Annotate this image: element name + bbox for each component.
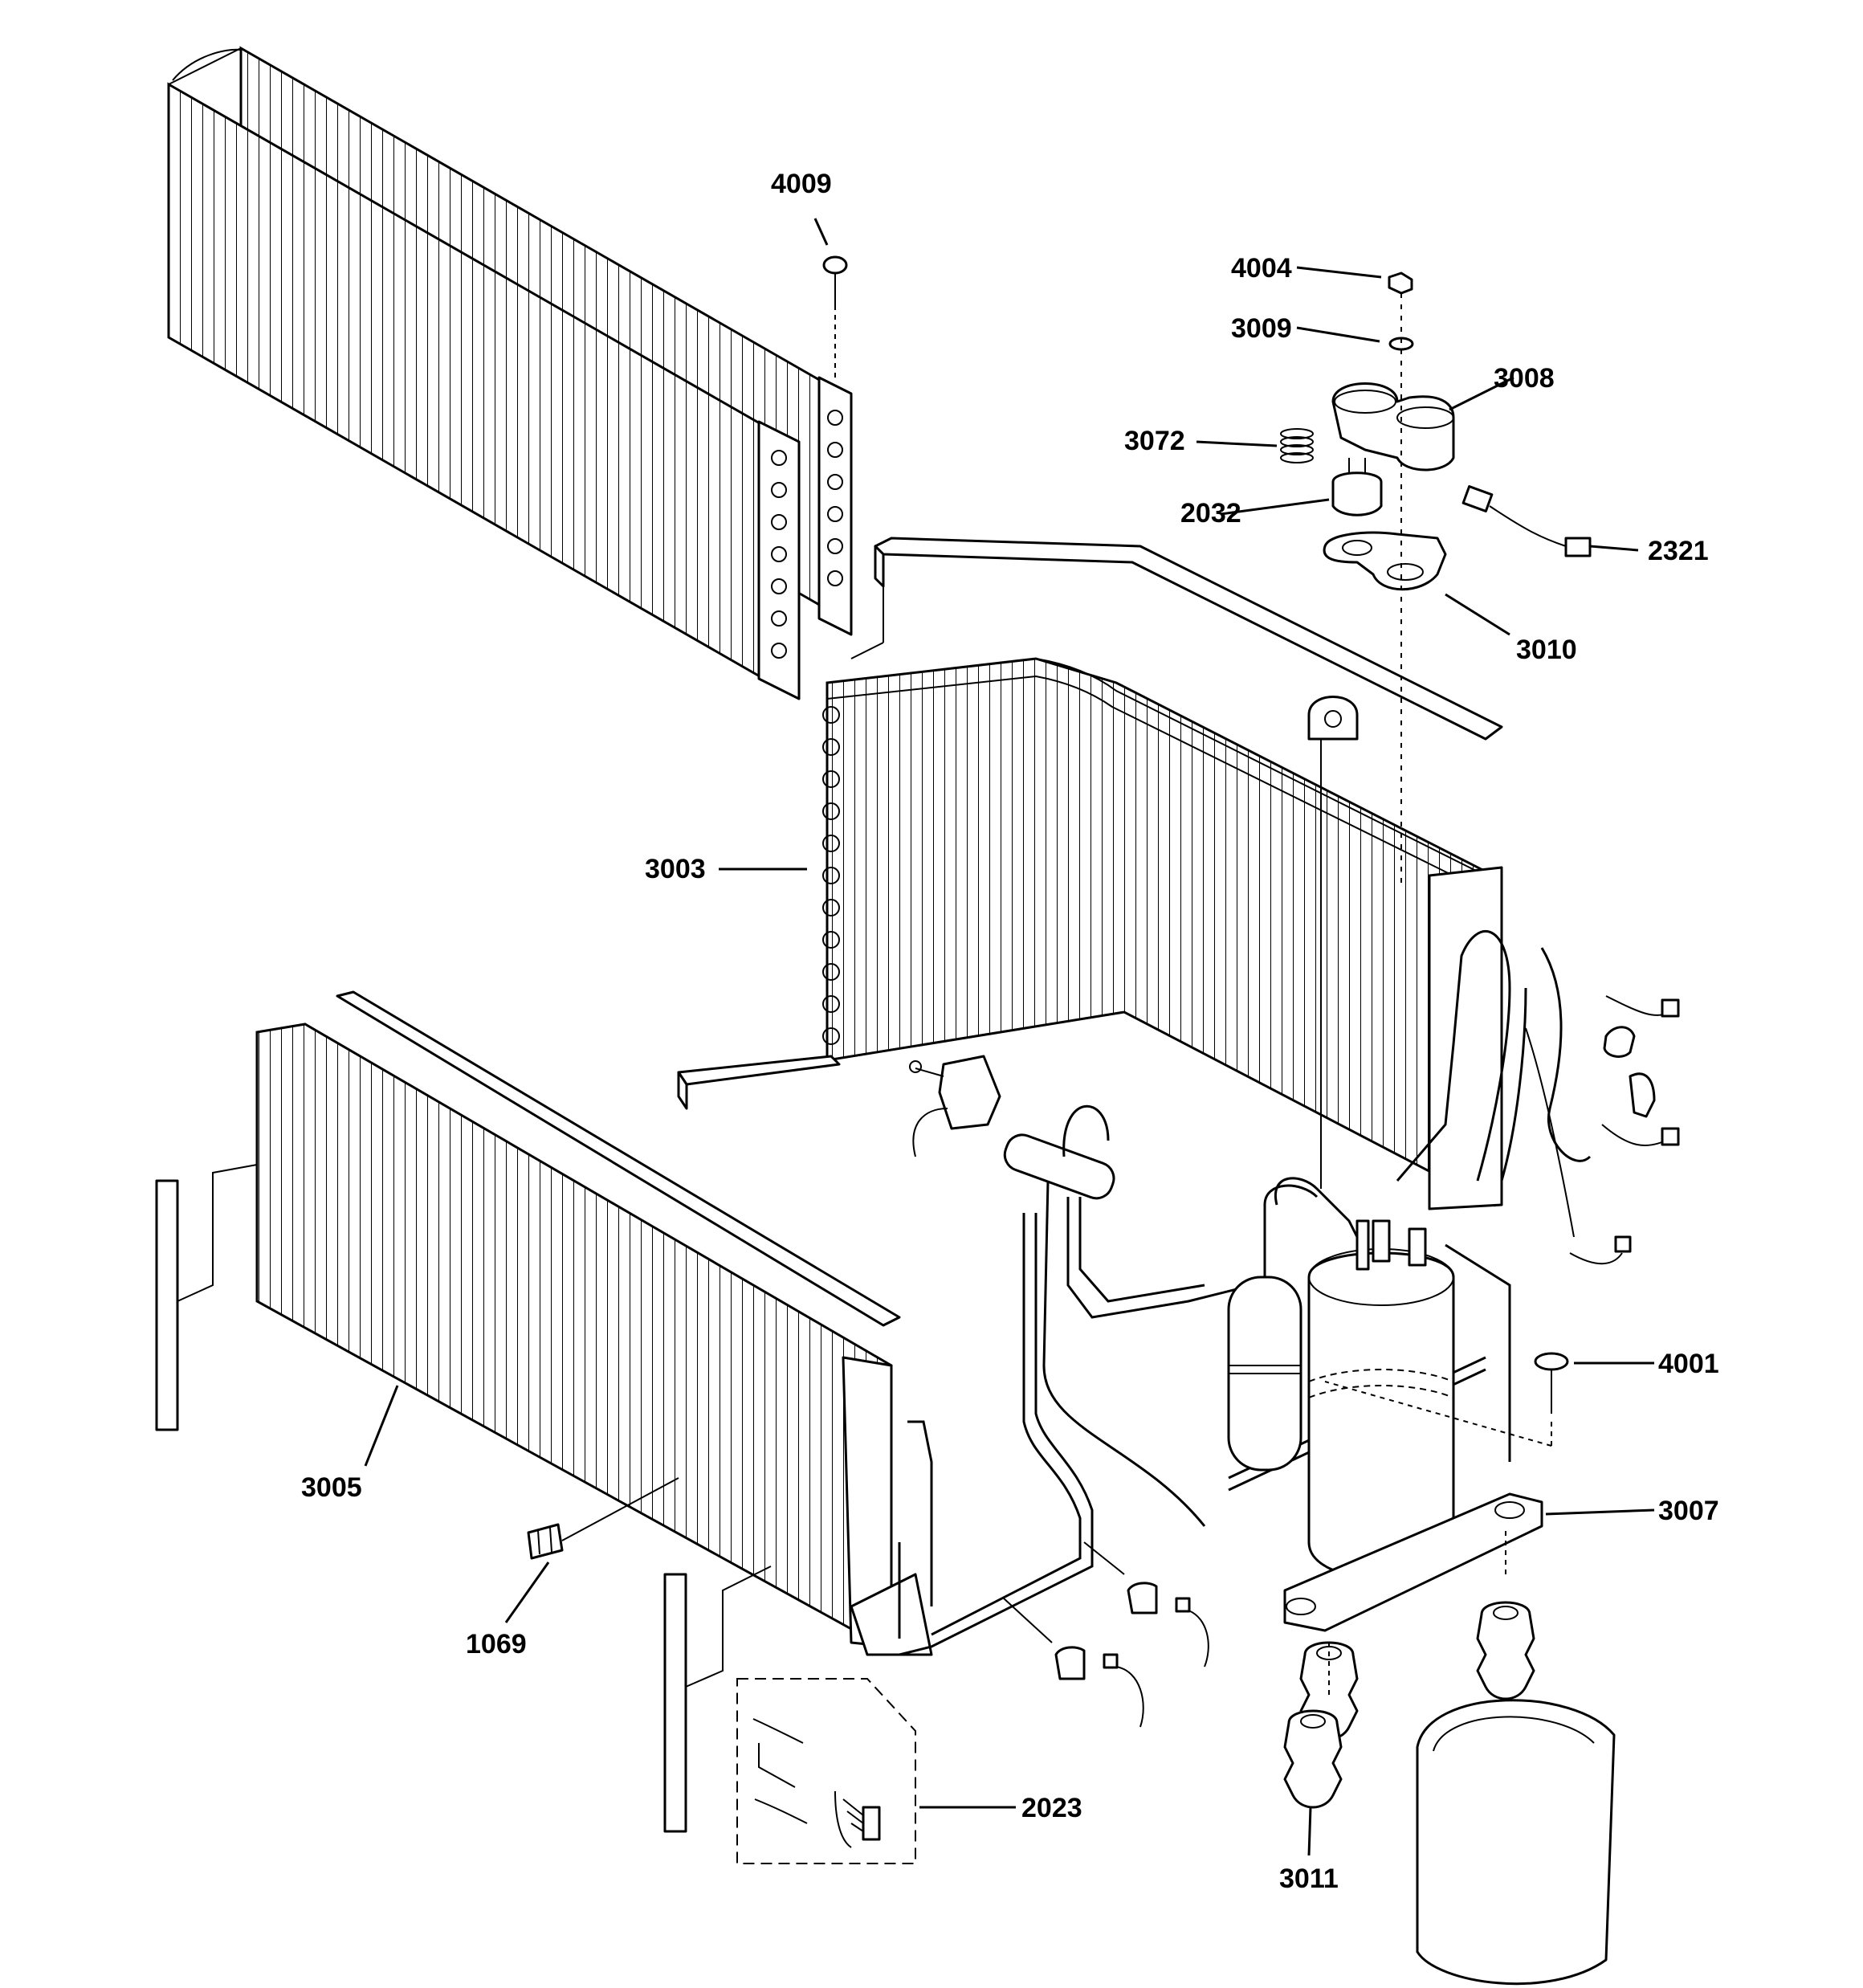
callout-labels: 4009 4004 3009 3008 3072 2032 2321 3010 … (301, 169, 1719, 1894)
callout-3011: 3011 (1279, 1863, 1339, 1894)
callout-3005: 3005 (301, 1472, 362, 1503)
screw-4001 (1324, 1352, 1569, 1447)
terminal-cover-3008 (1331, 382, 1455, 471)
foam-bar-small-end (677, 1071, 688, 1110)
sensor-fittings (1003, 1541, 1209, 1728)
callout-4009: 4009 (771, 169, 832, 199)
compressor (1307, 1219, 1455, 1580)
callout-3010: 3010 (1516, 635, 1577, 665)
foam-bar-small (677, 1055, 841, 1086)
callout-leaders (364, 218, 1655, 1856)
grommet-right (1476, 1601, 1535, 1700)
condenser-coil-3005 (255, 990, 933, 1656)
coil-return-bends-upper (771, 410, 843, 659)
side-strip-bottom-leader (685, 1565, 772, 1688)
callout-3008: 3008 (1494, 363, 1555, 394)
grommet-bottom (1283, 1709, 1343, 1809)
callout-3072: 3072 (1124, 426, 1185, 456)
evaporator-coil-3003 (822, 657, 1503, 1210)
accumulator (1227, 1184, 1319, 1472)
terminal-leader (561, 1477, 679, 1541)
callout-4001: 4001 (1658, 1349, 1719, 1379)
foam-leader-2 (850, 642, 884, 659)
compressor-base-plate (1283, 1492, 1543, 1632)
callout-3009: 3009 (1231, 313, 1292, 344)
sound-jacket (1416, 1699, 1616, 1986)
spring-3072 (1280, 428, 1314, 463)
thermistor-wires (1525, 947, 1680, 1265)
reversing-valve (1003, 1104, 1206, 1527)
callout-4004: 4004 (1231, 253, 1292, 284)
bracket-3010 (1323, 531, 1447, 591)
foam-strip-top-end (874, 545, 885, 588)
wire-harness-2321 (1461, 485, 1592, 557)
side-strip-left-leader (177, 1164, 258, 1302)
callout-2321: 2321 (1648, 536, 1709, 566)
overload-protector-2032 (1331, 458, 1383, 516)
side-strip-left (155, 1179, 179, 1431)
wiring-kit-2023 (736, 1678, 916, 1864)
callout-2032: 2032 (1180, 498, 1241, 529)
callout-1069: 1069 (466, 1629, 527, 1659)
nut-4004 (1388, 271, 1413, 295)
upper-coil-assembly (167, 46, 853, 700)
mount-clip (1307, 696, 1359, 1189)
screw-4009 (822, 255, 848, 378)
callout-3003: 3003 (645, 854, 706, 884)
side-strip-bottom (663, 1573, 687, 1833)
evaporator-return-bends (822, 706, 840, 1045)
solenoid-coil (909, 1055, 1001, 1157)
terminal-1069 (527, 1523, 564, 1560)
foam-strip-top (874, 537, 1503, 741)
callout-3007: 3007 (1658, 1496, 1719, 1526)
callout-2023: 2023 (1021, 1793, 1082, 1823)
